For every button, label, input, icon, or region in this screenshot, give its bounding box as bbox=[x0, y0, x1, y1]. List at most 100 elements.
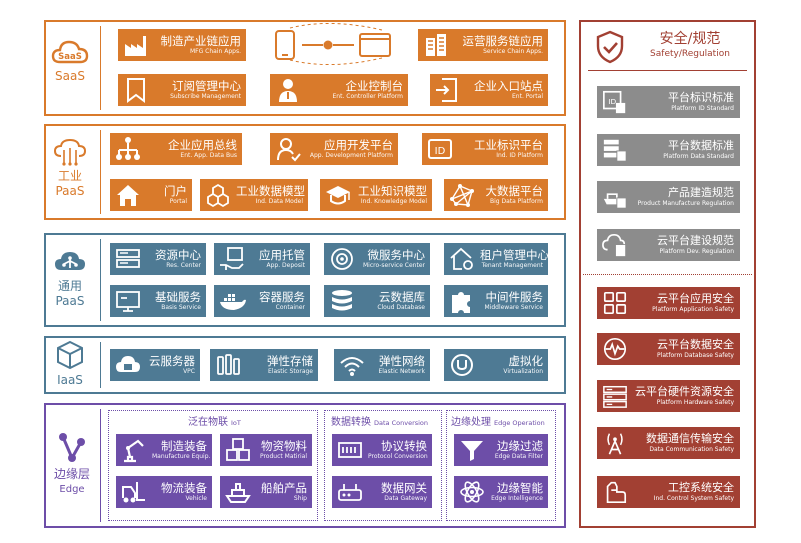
tile-en: Basis Service bbox=[161, 304, 201, 311]
iaas-label: IaaS bbox=[47, 340, 93, 388]
group-data-conversion bbox=[324, 410, 442, 521]
tile-zh: 弹性存储 bbox=[267, 354, 313, 368]
tile-zh: 大数据平台 bbox=[485, 184, 544, 198]
tile-en: Protocol Conversion bbox=[368, 453, 428, 460]
tile-en: Vehicle bbox=[185, 495, 207, 502]
tile-zh: 制造装备 bbox=[161, 439, 207, 453]
tile-zh: 边缘过滤 bbox=[497, 439, 543, 453]
svg-text:SaaS: SaaS bbox=[58, 52, 82, 62]
industrial-label-en: PaaS bbox=[55, 184, 85, 198]
std-en: Platform ID Standard bbox=[671, 105, 734, 112]
tile-en: Container bbox=[275, 304, 305, 311]
tile-zh: 边缘智能 bbox=[497, 481, 543, 495]
virtual-icon bbox=[451, 354, 473, 376]
tile-en: App. Deposit bbox=[266, 262, 305, 269]
tile-en: Ent. App. Data Bus bbox=[180, 152, 237, 159]
house-gear-icon bbox=[450, 247, 473, 270]
std-zh: 平台标识标准 bbox=[668, 91, 734, 104]
microservice-icon bbox=[331, 248, 353, 270]
saas-label: SaaS SaaS bbox=[47, 38, 93, 84]
tile-zh: 资源中心 bbox=[155, 248, 201, 262]
tile-en: Edge Intelligence bbox=[491, 495, 543, 502]
hand-control-icon bbox=[606, 481, 627, 504]
sec-zh: 云平台硬件资源安全 bbox=[635, 385, 734, 398]
std-zh: 产品建造规范 bbox=[668, 186, 734, 199]
tile-zh: 船舶产品 bbox=[261, 481, 307, 495]
std-zh: 云平台建设规范 bbox=[657, 234, 734, 247]
tile-en: Micro-service Center bbox=[362, 262, 425, 269]
svg-text:ID: ID bbox=[435, 146, 446, 157]
general-label-en: PaaS bbox=[55, 294, 85, 308]
sec-zh: 云平台数据安全 bbox=[657, 338, 734, 351]
sec-zh: 工控系统安全 bbox=[668, 481, 734, 494]
sec-en: Data Communication Safety bbox=[649, 446, 734, 453]
safety-title: 安全/规范 Safety/Regulation bbox=[640, 31, 740, 60]
cloud-doc-icon bbox=[602, 233, 626, 257]
tile-en: Service Chain Apps. bbox=[483, 48, 543, 55]
tile-en: Portal bbox=[169, 198, 187, 205]
edge-label-en: Edge bbox=[59, 484, 85, 495]
tile-zh: 微服务中心 bbox=[367, 248, 426, 262]
db-doc-icon bbox=[603, 139, 627, 162]
cloud-circuit-icon bbox=[53, 138, 87, 166]
tile-zh: 应用开发平台 bbox=[324, 138, 393, 152]
home-icon bbox=[117, 185, 139, 206]
tile-zh: 物流装备 bbox=[161, 481, 207, 495]
tile-zh: 云服务器 bbox=[149, 354, 195, 368]
forklift-icon bbox=[122, 482, 145, 503]
cloud-tree-icon bbox=[55, 252, 85, 270]
filter-icon bbox=[461, 441, 483, 461]
tile-en: Tenant Management bbox=[481, 262, 543, 269]
tile-en: Virtualization bbox=[503, 368, 543, 375]
safety-divider bbox=[583, 274, 752, 275]
edge-label-zh: 边缘层 bbox=[53, 467, 90, 481]
connector-dashed-arc bbox=[289, 23, 383, 65]
tile-zh: 工业标识平台 bbox=[474, 138, 543, 152]
graduation-icon bbox=[326, 186, 350, 205]
pulse-icon bbox=[603, 337, 627, 361]
bus-tree-icon bbox=[116, 137, 140, 160]
